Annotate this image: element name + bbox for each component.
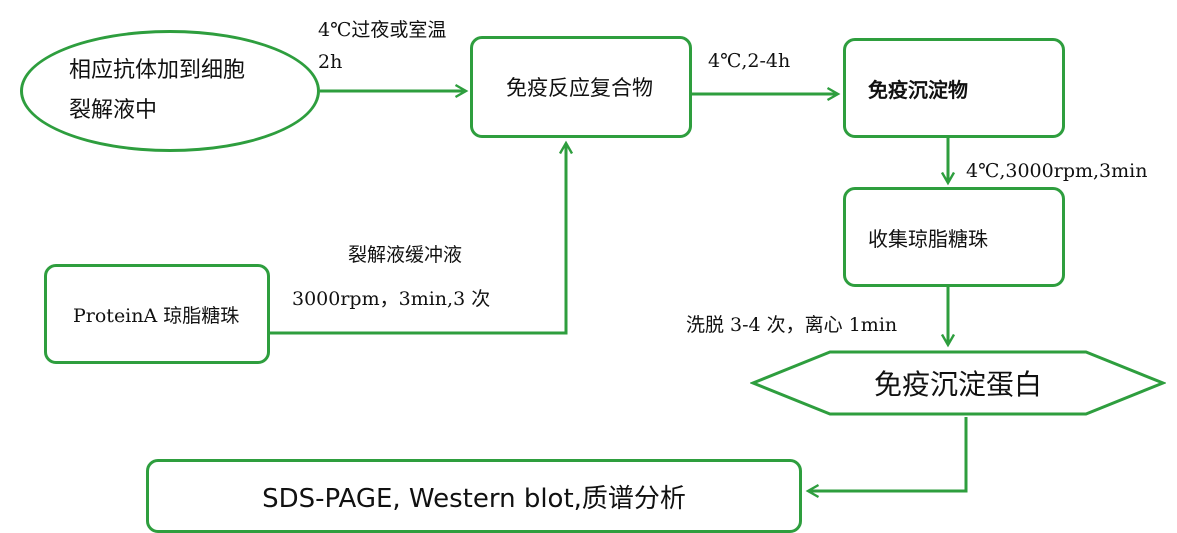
analysis-node: SDS-PAGE, Western blot,质谱分析: [146, 459, 802, 533]
label-centrifuge: 4℃,3000rpm,3min: [966, 160, 1148, 182]
collect-beads-node: 收集琼脂糖珠: [843, 187, 1065, 287]
label-incubate: 4℃,2-4h: [708, 50, 791, 72]
label-spin: 3000rpm，3min,3 次: [292, 288, 491, 310]
label-overnight: 4℃过夜或室温 2h: [318, 19, 447, 73]
antibody-lysate-label: 相应抗体加到细胞裂解液中: [69, 58, 246, 123]
label-elute: 洗脱 3-4 次，离心 1min: [686, 314, 898, 336]
immune-precipitate-label: 免疫沉淀物: [868, 77, 968, 102]
hexagon-shape: [750, 350, 1166, 416]
immune-complex-label: 免疫反应复合物: [506, 76, 653, 100]
label-buffer: 裂解液缓冲液: [348, 244, 463, 266]
collect-beads-label: 收集琼脂糖珠: [868, 226, 988, 251]
immune-precipitate-node: 免疫沉淀物: [843, 38, 1065, 138]
precipitated-protein-node: 免疫沉淀蛋白: [750, 349, 1166, 417]
arrow-beads-to-complex: [270, 140, 574, 335]
analysis-label: SDS-PAGE, Western blot,质谱分析: [262, 483, 686, 514]
arrow-protein-to-analysis: [805, 417, 968, 499]
antibody-lysate-node: 相应抗体加到细胞裂解液中: [20, 30, 320, 152]
immune-complex-node: 免疫反应复合物: [470, 36, 692, 138]
protein-a-beads-label: ProteinA 琼脂糖珠: [73, 304, 240, 327]
precipitated-protein-label: 免疫沉淀蛋白: [873, 368, 1042, 401]
protein-a-beads-node: ProteinA 琼脂糖珠: [44, 264, 270, 364]
